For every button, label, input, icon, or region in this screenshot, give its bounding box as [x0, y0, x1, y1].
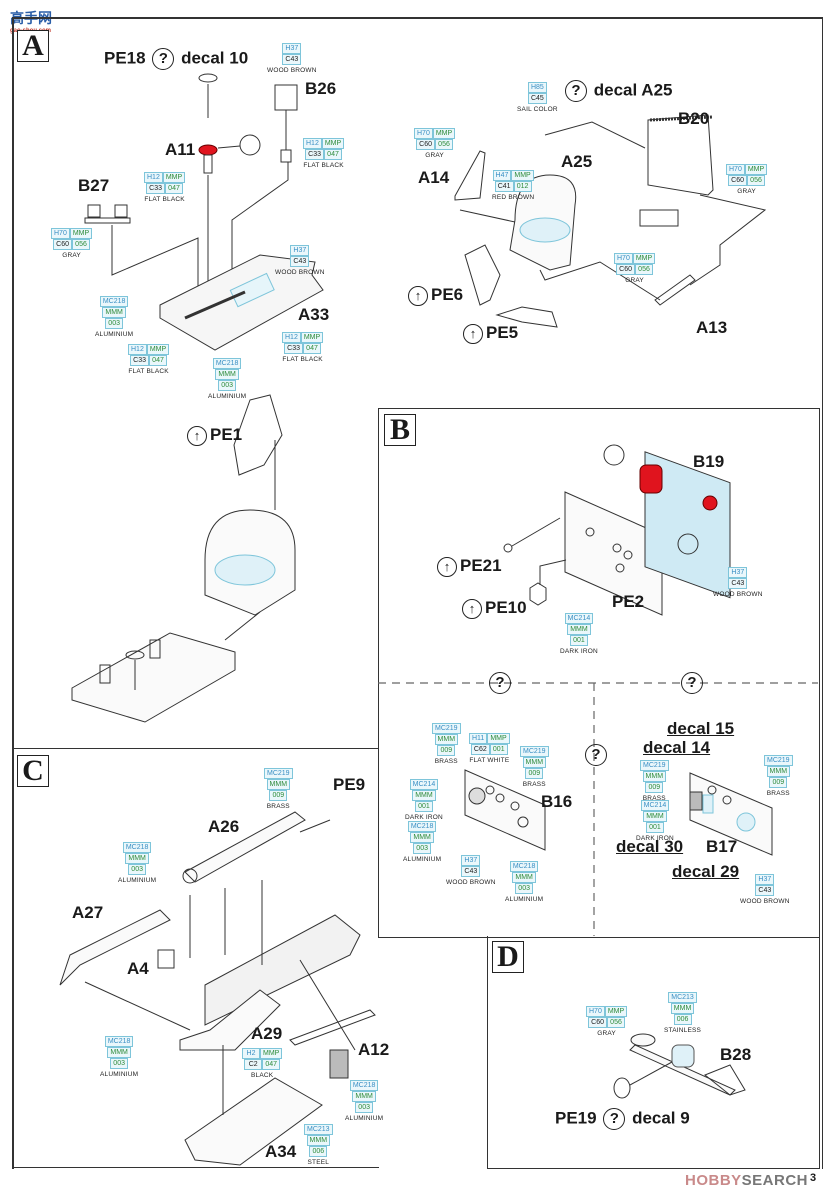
question-mark-icon: ? [152, 48, 175, 70]
paint-callout-b16-darkiron: MC214 MMM 001 DARK IRON [405, 779, 443, 821]
bend-arrow-icon: ↑ [187, 425, 207, 446]
option-question-icon-center: ? [585, 744, 607, 766]
paint-callout-b17-brass-left: MC219 MMM 009 BRASS [640, 760, 669, 803]
option-question-icon-right: ? [681, 672, 703, 694]
paint-callout-b16-wood: H37 C43 WOOD BROWN [446, 855, 496, 886]
part-label-a27: A27 [72, 903, 104, 922]
hobbysearch-watermark: HOBBYSEARCH [685, 1172, 809, 1189]
step-a-frame [12, 17, 823, 1169]
part-label-a34: A34 [265, 1142, 297, 1161]
paint-callout-a33-alu-bottom: MC218 MMM 003 ALUMINIUM [208, 358, 247, 400]
option-question-icon-left: ? [489, 672, 511, 694]
paint-callout-b17-wood: H37 C43 WOOD BROWN [740, 874, 790, 905]
part-label-pe2: PE2 [612, 592, 645, 611]
question-mark-icon: ? [565, 80, 587, 102]
question-mark-icon: ? [603, 1108, 626, 1130]
bend-arrow-icon: ↑ [463, 323, 483, 344]
callout-pe19-decal9: PE19 ? decal 9 [555, 1108, 690, 1130]
step-badge-c: C [17, 755, 49, 787]
step-badge-b: B [384, 414, 416, 446]
paint-callout-b17-brass-right: MC219 MMM 009 BRASS [764, 755, 793, 798]
paint-callout-a33-wood: H37 C43 WOOD BROWN [275, 245, 325, 276]
paint-callout-d-stainless: MC213 MMM 006 STAINLESS [664, 992, 702, 1034]
step-b-frame [378, 408, 820, 938]
paint-callout-c-a4: MC218 MMM 003 ALUMINIUM [100, 1036, 139, 1078]
part-label-a25: A25 [561, 152, 593, 171]
part-label-b27: B27 [78, 176, 110, 195]
bend-arrow-icon: ↑ [437, 556, 457, 577]
part-label-a11: A11 [165, 140, 196, 159]
bend-arrow-icon: ↑ [462, 598, 482, 619]
callout-decal-a25: ? decal A25 [563, 80, 672, 102]
step-badge-a: A [17, 30, 49, 62]
decal-label-15: decal 15 [667, 719, 735, 738]
part-label-a33: A33 [298, 305, 330, 324]
part-label-a14: A14 [418, 168, 450, 187]
paint-callout-sail: H85 C45 SAIL COLOR [517, 82, 558, 113]
paint-callout-b16-alu-right: MC218 MMM 003 ALUMINIUM [505, 861, 544, 903]
paint-callout-c-a12: MC218 MMM 003 ALUMINIUM [345, 1080, 384, 1122]
part-label-a13: A13 [696, 318, 728, 337]
part-label-a12: A12 [358, 1040, 390, 1059]
paint-callout-pe10: MC214 MMM 001 DARK IRON [560, 613, 598, 655]
page-number: 3 [810, 1172, 817, 1184]
paint-callout-b26-wood: H37 C43 WOOD BROWN [267, 43, 317, 74]
paint-callout-a33-alu-left: MC218 MMM 003 ALUMINIUM [95, 296, 134, 338]
part-label-b17: B17 [706, 837, 738, 856]
decal-label-14: decal 14 [643, 738, 711, 757]
part-label-b16: B16 [541, 792, 573, 811]
pe-label-pe10: ↑PE10 [462, 598, 527, 619]
pe-label-pe21: ↑PE21 [437, 556, 502, 577]
paint-callout-b16-brass-right: MC219 MMM 009 BRASS [520, 746, 549, 789]
step-badge-d: D [492, 941, 524, 973]
bend-arrow-icon: ↑ [408, 285, 428, 306]
part-label-b19: B19 [693, 452, 725, 471]
paint-callout-b19: H37 C43 WOOD BROWN [713, 567, 763, 598]
paint-callout-b17-darkiron: MC214 MMM 001 DARK IRON [636, 800, 674, 842]
pe-label-pe9: PE9 [333, 775, 366, 794]
step-d-frame [487, 936, 820, 1169]
pe-label-pe5: ↑PE5 [463, 323, 518, 344]
paint-callout-b16-brass-left: MC219 MMM 009 BRASS [432, 723, 461, 766]
part-label-a29: A29 [251, 1024, 283, 1043]
callout-pe18-decal10: PE18 ? decal 10 [104, 48, 248, 70]
paint-callout-c-a34: MC213 MMM 006 STEEL [304, 1124, 333, 1167]
part-label-a26: A26 [208, 817, 240, 836]
part-label-b26: B26 [305, 79, 337, 98]
paint-callout-c-a26: MC218 MMM 003 ALUMINIUM [118, 842, 157, 884]
paint-callout-b16-alu-left: MC218 MMM 003 ALUMINIUM [403, 821, 442, 863]
decal-label-30: decal 30 [616, 837, 684, 856]
paint-callout-c-pe9: MC219 MMM 009 BRASS [264, 768, 293, 811]
step-c-frame [12, 748, 379, 1168]
pe-label-pe6: ↑PE6 [408, 285, 463, 306]
part-label-b20: B20 [678, 109, 710, 128]
decal-label-29: decal 29 [672, 862, 740, 881]
pe-label-pe1: ↑PE1 [187, 425, 242, 446]
part-label-b28: B28 [720, 1045, 752, 1064]
part-label-a4: A4 [127, 959, 149, 978]
